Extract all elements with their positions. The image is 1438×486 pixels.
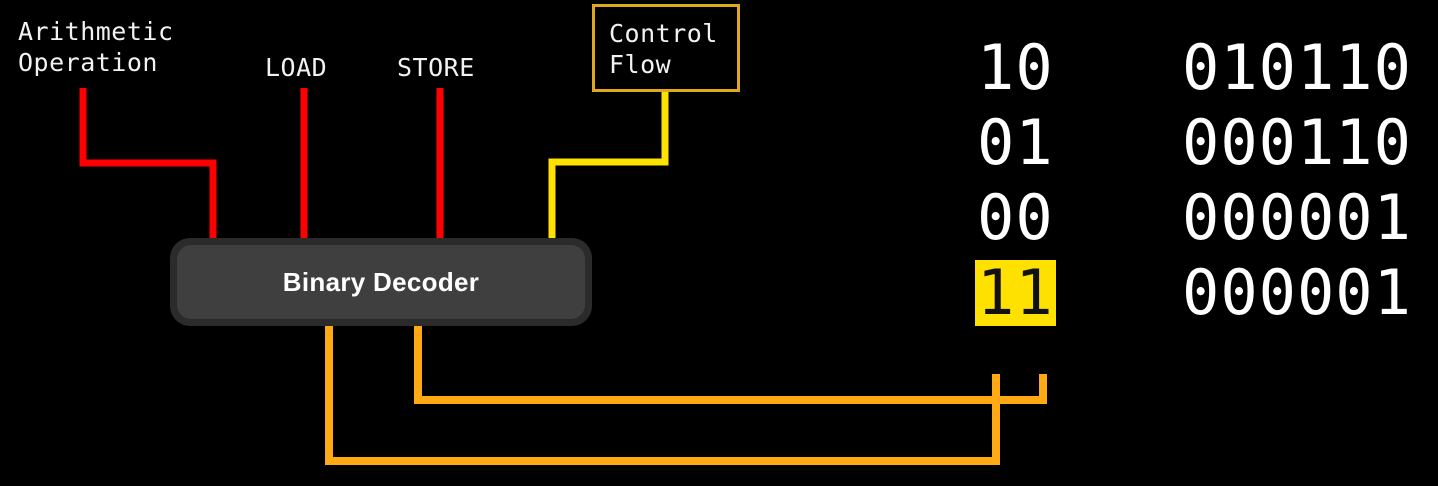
opcode-cell-selected: 11 <box>975 260 1182 326</box>
label-control-flow: Control Flow <box>609 19 718 79</box>
binary-decoder-button[interactable]: Binary Decoder <box>170 238 592 326</box>
opcode-value: 01 <box>977 106 1054 179</box>
binary-decoder-face: Binary Decoder <box>177 245 585 319</box>
opcode-cell: 10 <box>975 35 1182 101</box>
wire-feedback-inner <box>414 326 1047 404</box>
binary-value-cell: 000110 <box>1182 106 1412 179</box>
label-store: STORE <box>397 53 475 82</box>
wire-control-flow <box>548 92 669 238</box>
wire-feedback-outer <box>325 326 1000 465</box>
binary-value-cell: 000001 <box>1182 256 1412 329</box>
opcode-cell: 00 <box>975 185 1182 251</box>
control-flow-box: Control Flow <box>592 4 740 92</box>
opcode-value: 00 <box>977 181 1054 254</box>
binary-value-cell: 010110 <box>1182 31 1412 104</box>
opcode-cell: 01 <box>975 110 1182 176</box>
label-arithmetic-operation: Arithmetic Operation <box>18 17 174 77</box>
binary-decoder-label: Binary Decoder <box>282 266 480 297</box>
opcode-value: 10 <box>977 31 1054 104</box>
opcode-value: 11 <box>975 256 1056 329</box>
wire-arithmetic-operation <box>79 88 217 238</box>
binary-value-cell: 000001 <box>1182 181 1412 254</box>
label-load: LOAD <box>265 53 328 82</box>
